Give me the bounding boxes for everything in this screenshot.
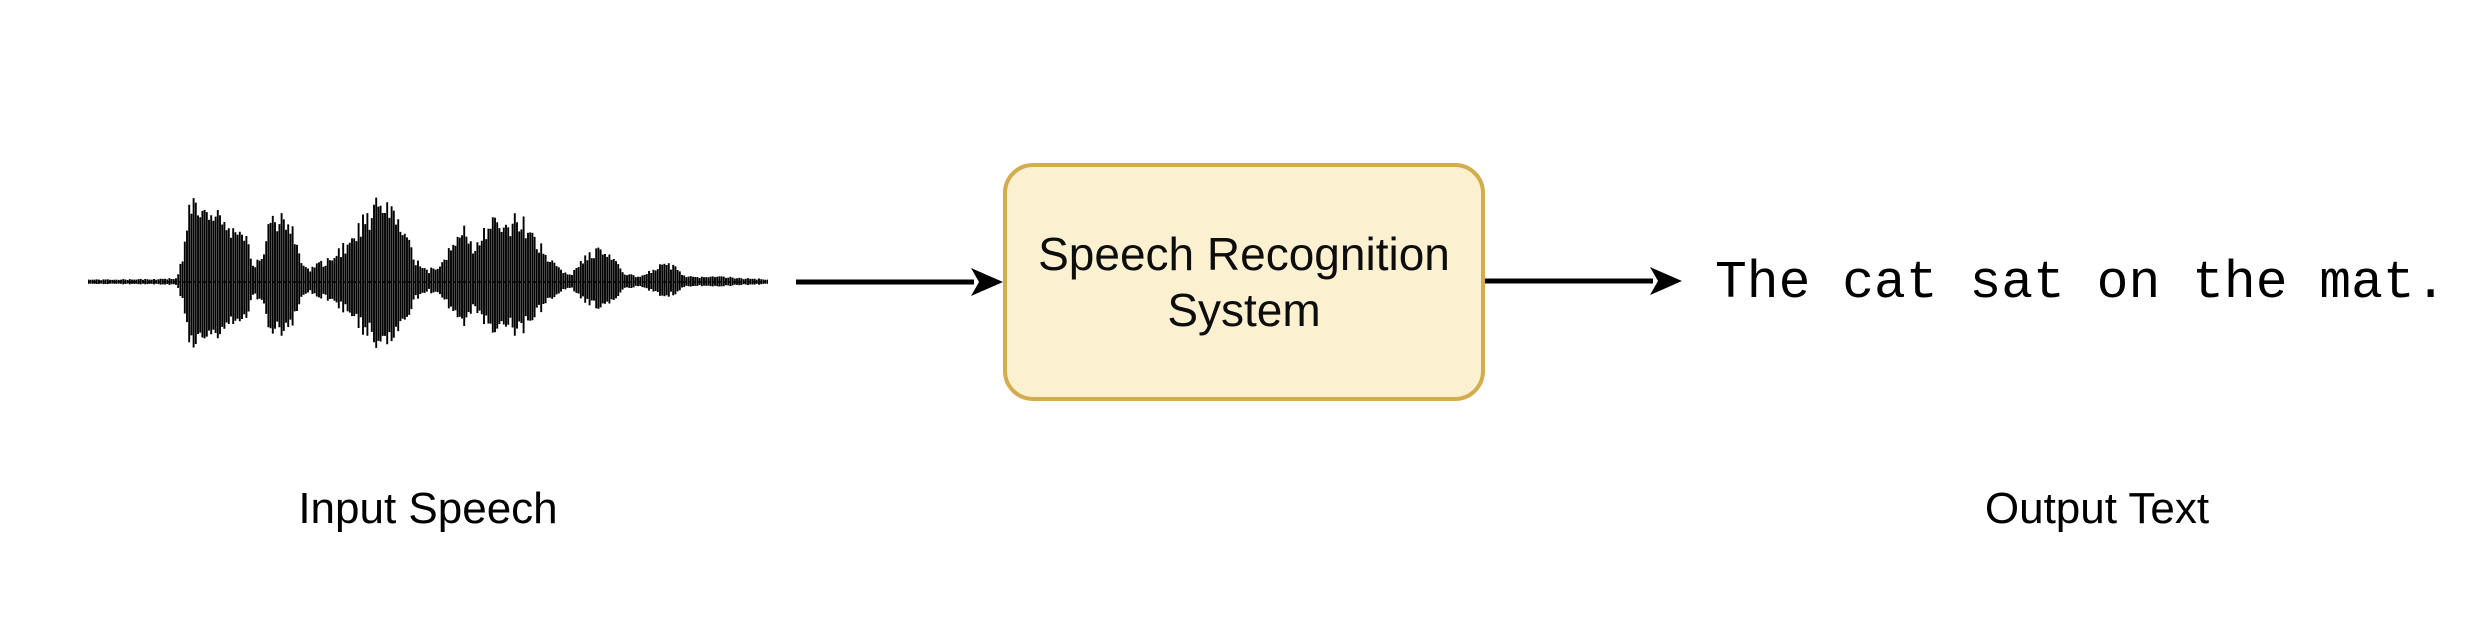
input-speech-label: Input Speech (298, 484, 558, 533)
process-box-label: Speech Recognition System (1038, 228, 1450, 336)
speech-waveform (88, 197, 768, 348)
process-box: Speech Recognition System (1003, 163, 1485, 401)
output-sentence: The cat sat on the mat. (1715, 253, 2447, 313)
output-text-label: Output Text (1984, 484, 2210, 533)
output-arrow-icon (1485, 267, 1682, 295)
input-arrow-icon (796, 268, 1003, 296)
